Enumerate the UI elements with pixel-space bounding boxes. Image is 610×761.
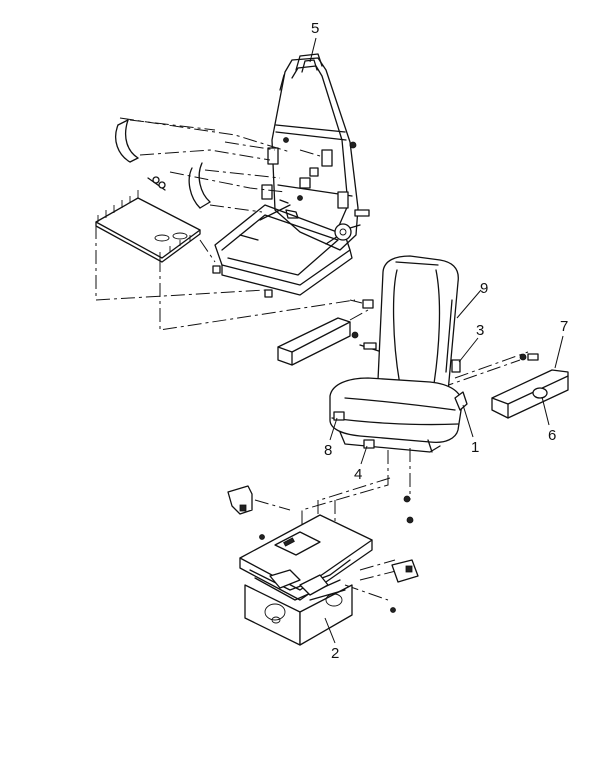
seat-pan-board — [95, 190, 201, 263]
callout-label-9: 9 — [480, 280, 488, 297]
callout-1: 1 — [462, 404, 479, 456]
callout-label-5: 5 — [311, 20, 319, 37]
callout-label-1: 1 — [471, 439, 479, 456]
callout-9: 9 — [456, 280, 488, 319]
callout-8: 8 — [324, 417, 338, 459]
left-armrest — [277, 299, 386, 366]
upholstered-seat — [329, 255, 468, 453]
callout-7: 7 — [554, 318, 568, 369]
callout-label-2: 2 — [331, 645, 339, 662]
callout-3: 3 — [458, 322, 484, 363]
callout-label-3: 3 — [476, 322, 484, 339]
callout-2: 2 — [324, 617, 339, 662]
right-armrest — [439, 351, 569, 419]
suspension-base — [227, 485, 419, 646]
suspension-straps — [115, 119, 211, 209]
callout-6: 6 — [541, 396, 556, 444]
callout-label-4: 4 — [354, 466, 362, 483]
callout-label-8: 8 — [324, 442, 332, 459]
seat-frame-assembly — [212, 53, 370, 298]
callout-4: 4 — [354, 445, 368, 483]
callout-label-7: 7 — [560, 318, 568, 335]
callout-label-6: 6 — [548, 427, 556, 444]
callout-5: 5 — [309, 20, 319, 63]
assembly-lines-upper — [95, 117, 356, 331]
